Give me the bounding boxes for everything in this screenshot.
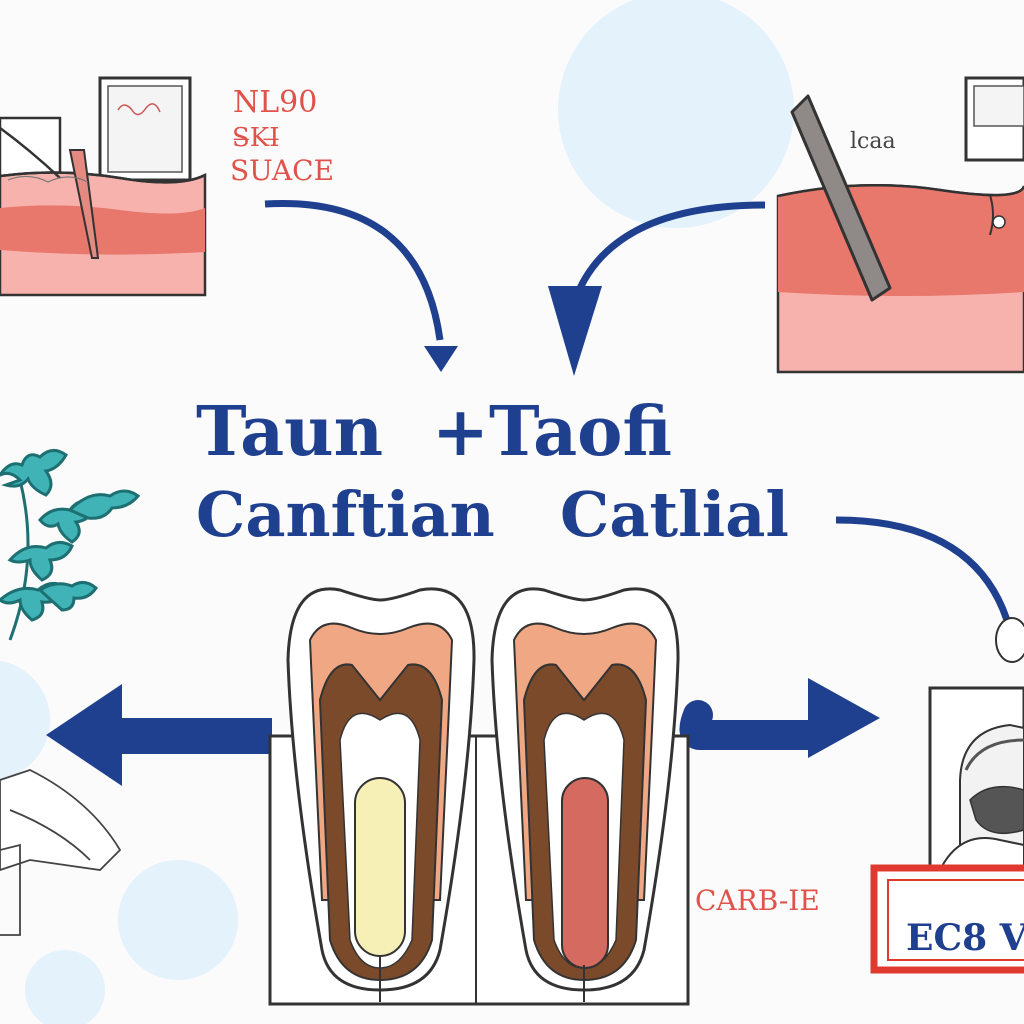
label-top-left-2: S̶KI̶	[232, 123, 280, 153]
arrow-right	[679, 678, 880, 758]
arrow-top-left	[264, 199, 458, 372]
paper-sketch	[0, 769, 122, 936]
sign-text: EC8 V	[906, 917, 1024, 959]
title-line1-right: +Taofi	[432, 392, 672, 472]
gum-block-right-icon	[776, 76, 1024, 374]
arrow-curve-right	[835, 516, 1024, 663]
tooth-left	[286, 587, 476, 1002]
tooth-right	[490, 587, 680, 1002]
label-bottom-caption: CARB-IE	[695, 884, 820, 917]
gum-block-left-icon	[0, 76, 207, 297]
arrow-left	[46, 684, 272, 786]
arrow-top-right	[548, 201, 766, 376]
pulp-yellow	[354, 777, 406, 957]
pulp-red	[561, 777, 609, 969]
sign-box: EC8 V	[870, 864, 1024, 974]
bg-bubble	[0, 660, 50, 780]
label-top-left-1: NL90	[233, 85, 317, 120]
bg-bubble	[558, 0, 794, 228]
coral-plant-icon	[0, 449, 141, 641]
title-line2-right: Catlial	[560, 478, 789, 551]
bg-bubble	[118, 860, 238, 980]
title-line1-left: Taun	[196, 392, 383, 472]
top-left-labels: NL90 S̶KI̶ SUACE	[230, 85, 334, 187]
label-top-left-3: SUACE	[230, 154, 334, 187]
label-top-right-sign: lcaa	[850, 129, 896, 154]
title-line2-left: Canftian	[196, 478, 495, 551]
dental-probe-icon	[790, 94, 892, 302]
bg-bubble	[25, 950, 105, 1024]
